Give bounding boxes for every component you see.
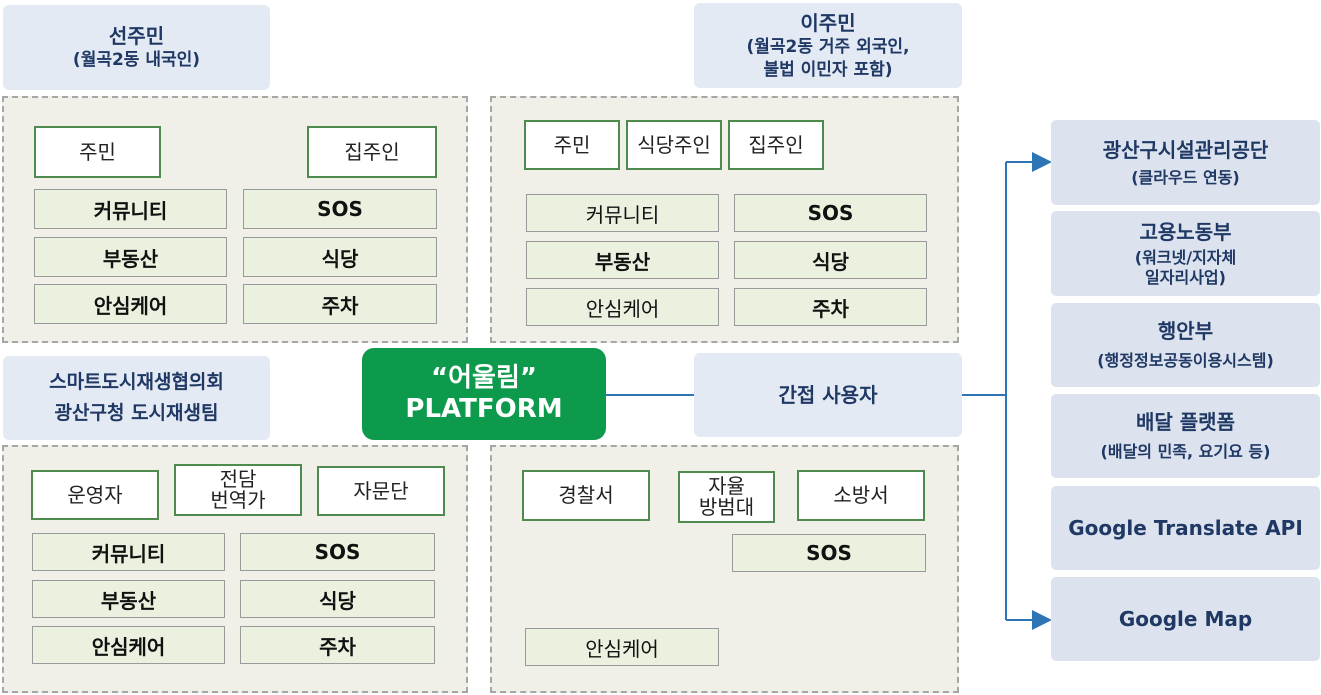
- operator-feature-safecare[interactable]: 안심케어: [32, 626, 225, 664]
- indirect-role-police[interactable]: 경찰서: [522, 470, 650, 521]
- external-translate-name: Google Translate API: [1068, 516, 1303, 540]
- resident-header: 선주민 (월곡2동 내국인): [3, 5, 270, 90]
- resident-subtitle: (월곡2동 내국인): [72, 50, 201, 71]
- external-interior-name: 행안부: [1157, 319, 1214, 344]
- resident-feature-restaurant[interactable]: 식당: [243, 237, 437, 277]
- indirect-role-patrol-line2: 방범대: [698, 495, 755, 519]
- external-delivery-platform[interactable]: 배달 플랫폼 (배달의 민족, 요기요 등): [1051, 394, 1320, 478]
- external-interior-sub: (행정정보공동이용시스템): [1097, 351, 1274, 371]
- migrant-feature-safecare[interactable]: 안심케어: [526, 288, 719, 326]
- resident-feature-realestate[interactable]: 부동산: [34, 237, 227, 277]
- operator-role-advisory[interactable]: 자문단: [317, 466, 445, 516]
- platform-name: “어울림”: [431, 362, 537, 393]
- operator-title-line1: 스마트도시재생협의회: [49, 371, 224, 394]
- migrant-title: 이주민: [800, 11, 856, 36]
- migrant-subtitle-line1: (월곡2동 거주 외국인,: [746, 37, 910, 58]
- resident-title: 선주민: [108, 24, 165, 49]
- external-labor-ministry[interactable]: 고용노동부 (워크넷/지자체 일자리사업): [1051, 211, 1320, 296]
- operator-header: 스마트도시재생협의회 광산구청 도시재생팀: [3, 356, 270, 440]
- indirect-feature-safecare[interactable]: 안심케어: [525, 628, 719, 666]
- migrant-feature-community[interactable]: 커뮤니티: [526, 194, 719, 232]
- migrant-header: 이주민 (월곡2동 거주 외국인, 불법 이민자 포함): [694, 3, 962, 88]
- migrant-feature-sos[interactable]: SOS: [734, 194, 927, 232]
- operator-role-translator[interactable]: 전담 번역가: [174, 464, 302, 516]
- operator-feature-realestate[interactable]: 부동산: [32, 580, 225, 618]
- migrant-role-restaurant-owner[interactable]: 식당주인: [626, 120, 722, 170]
- indirect-title: 간접 사용자: [778, 383, 878, 407]
- operator-role-translator-line1: 전담: [219, 467, 257, 491]
- resident-feature-sos[interactable]: SOS: [243, 189, 437, 229]
- operator-role-translator-line2: 번역가: [210, 488, 266, 512]
- operator-role-operator[interactable]: 운영자: [31, 470, 159, 520]
- external-delivery-name: 배달 플랫폼: [1136, 410, 1235, 435]
- indirect-role-patrol-line1: 자율: [708, 474, 745, 498]
- external-google-translate[interactable]: Google Translate API: [1051, 486, 1320, 570]
- platform-label: PLATFORM: [405, 394, 563, 424]
- operator-feature-restaurant[interactable]: 식당: [240, 580, 435, 618]
- migrant-subtitle-line2: 불법 이민자 포함): [763, 59, 893, 80]
- external-delivery-sub: (배달의 민족, 요기요 등): [1100, 442, 1271, 462]
- migrant-role-resident[interactable]: 주민: [524, 120, 620, 170]
- operator-feature-parking[interactable]: 주차: [240, 626, 435, 664]
- external-google-map[interactable]: Google Map: [1051, 577, 1320, 661]
- migrant-feature-parking[interactable]: 주차: [734, 288, 927, 326]
- platform-box[interactable]: “어울림” PLATFORM: [362, 348, 606, 440]
- operator-feature-sos[interactable]: SOS: [240, 533, 435, 571]
- resident-feature-community[interactable]: 커뮤니티: [34, 189, 227, 229]
- external-map-name: Google Map: [1118, 607, 1253, 631]
- operator-title-line2: 광산구청 도시재생팀: [54, 402, 219, 424]
- indirect-header: 간접 사용자: [694, 353, 962, 437]
- migrant-feature-realestate[interactable]: 부동산: [526, 241, 719, 279]
- resident-role-resident[interactable]: 주민: [34, 126, 161, 178]
- external-labor-sub2: 일자리사업): [1145, 267, 1226, 287]
- resident-feature-safecare[interactable]: 안심케어: [34, 284, 227, 324]
- resident-role-landlord[interactable]: 집주인: [307, 126, 437, 178]
- external-gwangsan-name: 광산구시설관리공단: [1102, 137, 1269, 162]
- external-interior-ministry[interactable]: 행안부 (행정정보공동이용시스템): [1051, 303, 1320, 387]
- migrant-feature-restaurant[interactable]: 식당: [734, 241, 927, 279]
- indirect-role-patrol[interactable]: 자율 방범대: [678, 471, 775, 523]
- indirect-feature-sos[interactable]: SOS: [732, 534, 926, 572]
- external-labor-name: 고용노동부: [1139, 220, 1232, 245]
- external-labor-sub1: (워크넷/지자체: [1134, 248, 1237, 268]
- resident-feature-parking[interactable]: 주차: [243, 284, 437, 324]
- indirect-role-fire[interactable]: 소방서: [797, 470, 925, 521]
- operator-feature-community[interactable]: 커뮤니티: [32, 533, 225, 571]
- external-gwangsan-facility[interactable]: 광산구시설관리공단 (클라우드 연동): [1051, 120, 1320, 205]
- migrant-role-landlord[interactable]: 집주인: [728, 120, 824, 170]
- external-gwangsan-sub: (클라우드 연동): [1131, 167, 1240, 187]
